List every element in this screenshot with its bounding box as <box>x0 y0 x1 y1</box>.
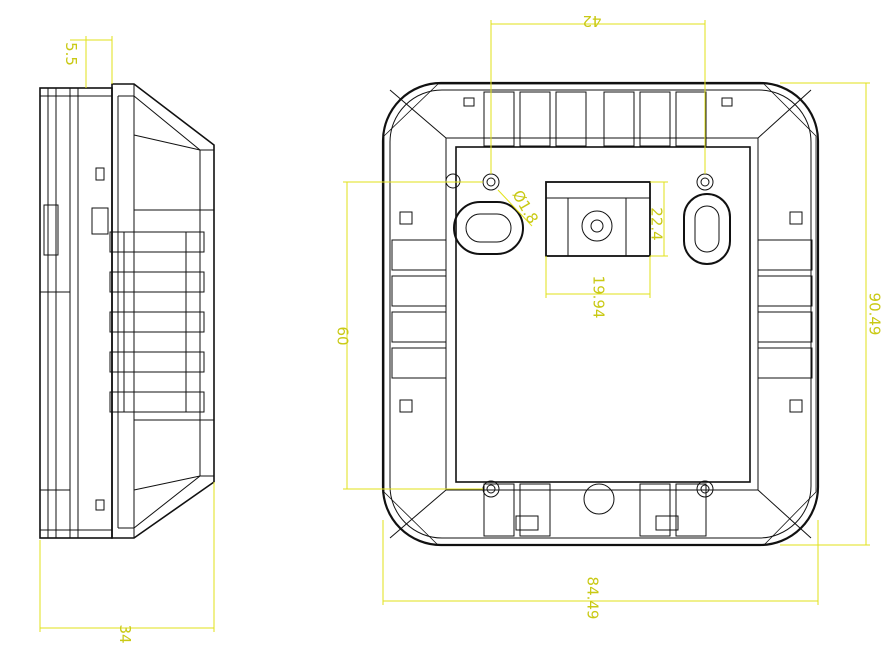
rib <box>519 483 551 537</box>
front-corner-line <box>389 89 447 139</box>
rib <box>675 483 707 537</box>
side-dimensions: 5.5 34 <box>39 36 215 644</box>
dim-label-60: 60 <box>334 326 352 345</box>
screw-hole-bottom-left-inner <box>486 484 496 494</box>
side-body-outline <box>111 83 215 539</box>
slot-boss-left <box>453 201 524 255</box>
center-block-top <box>545 181 651 199</box>
rib-clip <box>515 515 539 531</box>
screw-hole-bottom-left <box>482 480 500 498</box>
side-tab <box>43 204 59 256</box>
side-view <box>39 83 215 539</box>
center-block <box>545 181 651 257</box>
rib-clip <box>721 97 733 107</box>
rib <box>483 91 515 147</box>
side-rib <box>109 351 205 373</box>
rib <box>603 91 635 147</box>
rib-clip <box>463 97 475 107</box>
rib <box>639 483 671 537</box>
front-bevel <box>383 83 817 546</box>
side-body-line <box>133 134 201 151</box>
small-hole <box>445 173 461 189</box>
side-tab <box>95 499 105 511</box>
side-body-line <box>133 475 201 491</box>
screw-hole-top-right-inner <box>700 177 710 187</box>
rib <box>391 311 447 343</box>
front-corner-line <box>757 489 812 539</box>
slot-left <box>465 213 512 243</box>
screw-hole-bottom-right-inner <box>700 484 710 494</box>
rib <box>675 91 707 147</box>
rib-clip <box>399 399 413 413</box>
slot-right <box>694 205 720 253</box>
side-rib <box>109 391 205 413</box>
rib <box>757 311 813 343</box>
front-inner-cavity <box>455 146 751 483</box>
center-block-inner <box>567 197 627 257</box>
dim-leader <box>497 189 533 227</box>
rib <box>555 91 587 147</box>
dim-label-84-49: 84.49 <box>584 577 602 620</box>
rib <box>391 275 447 307</box>
front-top-ribs <box>463 91 733 147</box>
center-hole <box>581 210 613 242</box>
front-bottom-ribs <box>483 483 707 537</box>
dim-label-22-4: 22.4 <box>648 207 666 240</box>
front-corner-line <box>389 489 447 539</box>
rib <box>639 91 671 147</box>
front-dimensions: 42 84.49 90.49 60 19.94 22.4 Ø1.8 <box>334 12 884 619</box>
dim-label-42: 42 <box>582 12 601 30</box>
side-ribs <box>109 231 205 413</box>
rib-clip <box>789 211 803 225</box>
screw-hole-bottom-right <box>696 480 714 498</box>
screw-hole-top-left <box>482 173 500 191</box>
front-corner-line <box>757 89 812 139</box>
dim-label-34: 34 <box>116 624 134 643</box>
dim-label-5-5: 5.5 <box>62 42 80 66</box>
dim-label-90-49: 90.49 <box>866 293 884 336</box>
rib <box>757 239 813 271</box>
rib <box>757 347 813 379</box>
slot-boss-right <box>683 193 731 265</box>
front-left-ribs <box>391 211 447 413</box>
rib <box>757 275 813 307</box>
front-view <box>381 81 820 547</box>
side-back-plate <box>39 87 113 539</box>
rib-clip <box>655 515 679 531</box>
front-right-ribs <box>757 211 813 413</box>
rib <box>391 347 447 379</box>
dim-label-19-94: 19.94 <box>590 276 608 319</box>
screw-hole-top-right <box>696 173 714 191</box>
side-tab <box>91 207 109 235</box>
side-rib <box>109 271 205 293</box>
rib <box>391 239 447 271</box>
rib <box>519 91 551 147</box>
center-hole-inner <box>590 219 604 233</box>
rib-clip <box>789 399 803 413</box>
rib-clip <box>399 211 413 225</box>
side-body-inner <box>118 95 201 529</box>
rib <box>483 483 515 537</box>
front-outer-frame-inner <box>389 89 812 539</box>
screw-hole-top-left-inner <box>486 177 496 187</box>
side-rib <box>109 311 205 333</box>
side-rib <box>109 231 205 253</box>
side-tab <box>95 167 105 181</box>
bottom-boss <box>583 483 615 515</box>
